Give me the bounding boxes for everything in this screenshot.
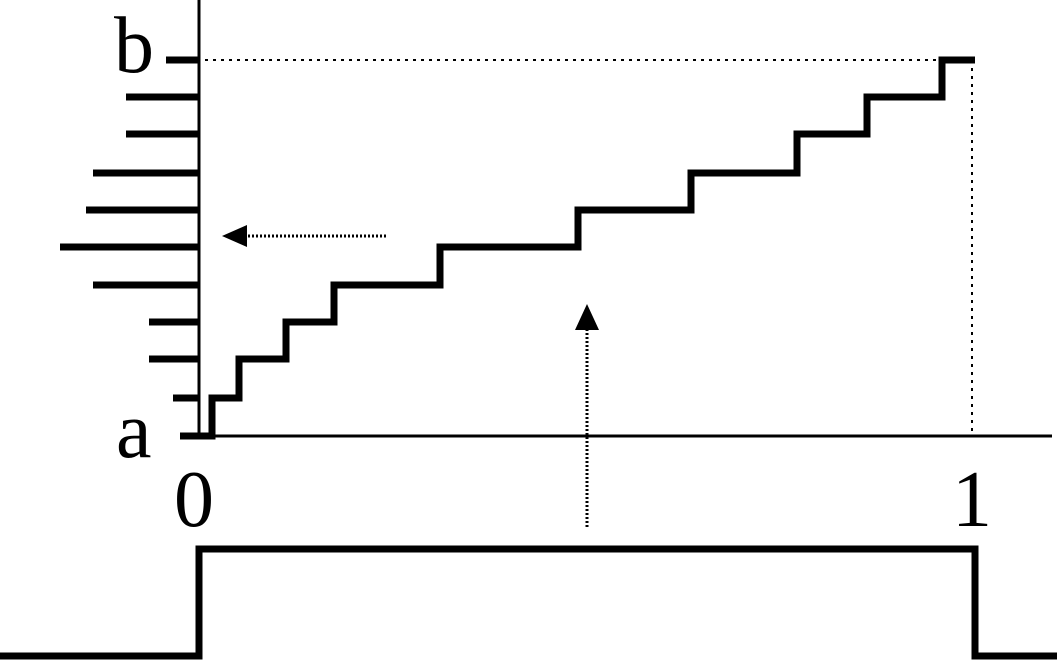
- arrow-up-icon: [575, 304, 599, 330]
- label-0: 0: [174, 456, 214, 544]
- staircase-function: [199, 56, 975, 440]
- label-1: 1: [952, 456, 992, 544]
- label-b: b: [114, 2, 154, 90]
- label-a: a: [116, 387, 152, 475]
- output-histogram: [60, 56, 199, 440]
- arrow-left-icon: [222, 225, 247, 247]
- uniform-distribution: [0, 545, 1057, 660]
